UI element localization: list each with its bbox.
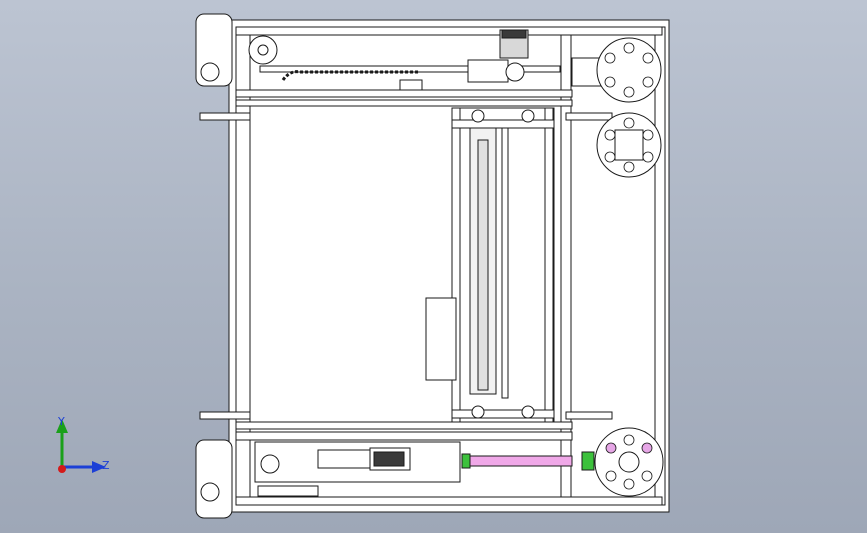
top-rail [235,26,663,36]
roller-bottom-slot-3 [641,470,653,482]
roller-top-slot-1 [623,42,635,54]
roller-bottom-slot-2 [641,442,653,454]
roller-wheel-bottom-hub [618,451,640,473]
coupler-right [581,451,595,471]
upper-rail-2 [235,99,573,107]
y-axis-label: Y [57,415,65,428]
coordinate-triad[interactable]: Y Z [40,405,120,485]
roller-mid-slot-4 [623,161,635,173]
control-box [425,297,457,381]
roller-mid-slot-2 [642,129,654,141]
carriage-wheel-top-left [471,109,485,123]
roller-top-slot-4 [623,86,635,98]
roller-top-slot-3 [642,76,654,88]
roller-bottom-slot-1 [605,442,617,454]
actuator-right-guide [501,127,509,399]
roller-bottom-slot-6 [623,478,635,490]
caster-bottom-wheel [200,482,220,502]
small-block [399,79,423,91]
y-axis-arrow [56,419,68,433]
roller-mid-slot-6 [604,129,616,141]
carriage-top-bar [451,119,555,129]
lower-rail [235,421,573,430]
bottom-bracket [257,485,319,497]
top-pulley-hub [257,44,269,56]
bottom-motor-body [373,451,405,467]
pin-upper-right [565,112,613,121]
carriage-right-rail [544,107,554,423]
roller-mid-slot-3 [642,151,654,163]
roller-top-slot-6 [604,52,616,64]
pin-upper-left [199,112,251,121]
drag-chain [281,70,420,81]
roller-mid-slot-5 [604,151,616,163]
roller-top-slot-2 [642,52,654,64]
caster-bottom-bracket [195,439,233,519]
roller-mid-slot-1 [623,117,635,129]
roller-bottom-slot-5 [623,434,635,446]
roller-mount-middle [614,129,644,161]
roller-top-slot-5 [604,76,616,88]
right-post [654,26,666,506]
carriage-bottom-bar [451,409,555,419]
z-axis-arrow [92,461,106,473]
motor-top [501,29,527,39]
lower-rail-2 [235,431,573,441]
bottom-cylinder [317,449,371,469]
z-axis-label: Z [102,459,110,472]
bottom-gear-left [260,454,280,474]
coupling [505,62,525,82]
bottom-rail [235,496,663,506]
pin-lower-right [565,411,613,420]
carriage-wheel-bottom-left [471,405,485,419]
coupler-left [461,453,471,469]
roller-bottom-slot-4 [605,470,617,482]
upper-rail [235,89,573,98]
top-drive-shaft [259,65,561,73]
x-axis-origin [58,465,66,473]
pin-lower-left [199,411,251,420]
caster-top-wheel [200,62,220,82]
bottom-shaft [461,455,573,467]
actuator-rod [477,139,489,391]
carriage-wheel-bottom-right [521,405,535,419]
gearbox [467,59,509,83]
carriage-left-rail [451,107,461,423]
carriage-wheel-top-right [521,109,535,123]
